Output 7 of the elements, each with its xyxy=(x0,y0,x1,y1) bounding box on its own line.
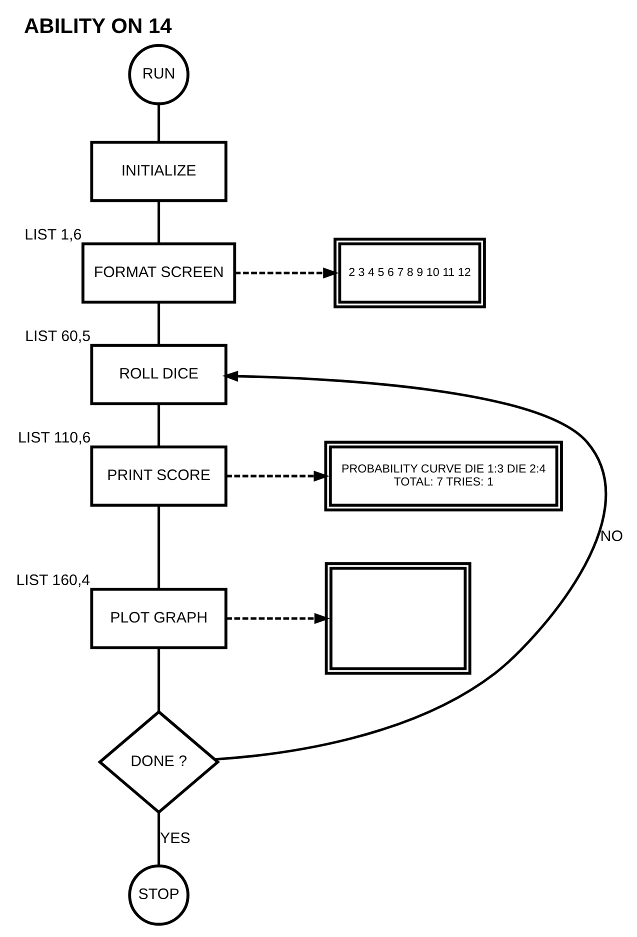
diagram-title: ABILITY ON 14 xyxy=(24,15,172,38)
edge-label: YES xyxy=(159,830,190,848)
node-label: LIST 160,4 xyxy=(16,572,90,590)
node-label: LIST 1,6 xyxy=(24,226,82,244)
node-label: LIST 60,5 xyxy=(24,328,90,346)
edge-label: NO xyxy=(600,528,623,545)
node-label: LIST 110,6 xyxy=(17,430,90,447)
